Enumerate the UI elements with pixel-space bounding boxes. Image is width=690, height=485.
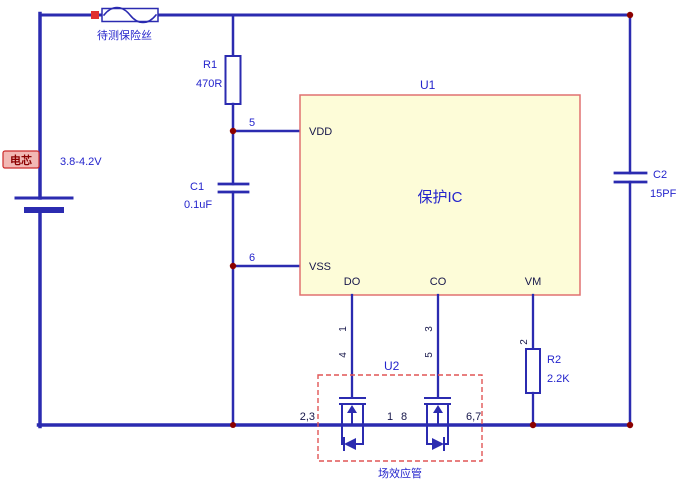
- junction-dot: [529, 421, 537, 429]
- c2-value: 15PF: [650, 188, 677, 200]
- q2-diode-cathode-wire: [443, 424, 449, 445]
- q1-diode-anode-wire: [355, 424, 364, 445]
- q1-diode-cathode-wire: [341, 424, 345, 445]
- fuse-junction-marker: [91, 11, 99, 19]
- battery-symbol: [14, 196, 74, 213]
- r1-value: 470R: [196, 78, 222, 90]
- c1-ref: C1: [190, 181, 204, 193]
- mosfet-q1-symbol: [339, 397, 366, 426]
- r1-resistor-body: [224, 55, 242, 105]
- q2-diode-triangle: [432, 438, 444, 450]
- gate1-pin-number: 4: [338, 352, 349, 358]
- mosfet-q2-body-diode: [426, 424, 449, 451]
- u1-pin-vm: VM: [525, 276, 542, 288]
- r1-ref: R1: [203, 59, 217, 71]
- u2-pin-right: 6,7: [466, 411, 481, 423]
- q2-substrate-arrow: [433, 405, 443, 413]
- q2-diode-anode-wire: [426, 424, 433, 445]
- junction-dot: [229, 262, 237, 270]
- u2-pin-8: 8: [401, 411, 407, 423]
- c2-ref: C2: [653, 169, 667, 181]
- u1-pin-vdd: VDD: [309, 126, 332, 138]
- u1-title: 保护IC: [417, 189, 462, 206]
- vdd-pin-number: 5: [249, 117, 255, 129]
- fuse-label: 待测保险丝: [97, 28, 152, 42]
- fuse-symbol: [91, 6, 159, 24]
- u1-ref: U1: [420, 78, 436, 92]
- r2-resistor-body: [525, 348, 541, 394]
- vss-pin-number: 6: [249, 252, 255, 264]
- u1-pin-vss: VSS: [309, 261, 331, 273]
- q1-substrate-arrow: [347, 405, 357, 413]
- u1-ic-body: [299, 94, 581, 296]
- battery-tag: 电芯: [10, 153, 32, 167]
- u2-pin-1: 1: [387, 411, 393, 423]
- u2-ref: U2: [384, 359, 400, 373]
- gate2-pin-number: 5: [424, 352, 435, 358]
- junction-dot: [229, 127, 237, 135]
- r2-ref: R2: [547, 354, 561, 366]
- do-wire-pin-number: 1: [338, 326, 349, 332]
- u1-pin-do: DO: [344, 276, 361, 288]
- battery-voltage-label: 3.8-4.2V: [60, 156, 102, 168]
- fet-caption: 场效应管: [378, 466, 422, 480]
- c1-value: 0.1uF: [184, 199, 212, 211]
- junction-dot: [626, 421, 634, 429]
- c2-capacitor-plates: [613, 171, 648, 184]
- junction-dot: [230, 422, 236, 428]
- q1-diode-triangle: [344, 438, 356, 450]
- battery-tag-box: [2, 150, 40, 169]
- u2-dashed-outline: [317, 374, 483, 462]
- fuse-element: [102, 6, 158, 24]
- mosfet-q2-symbol: [424, 397, 451, 426]
- junction-dot: [626, 11, 634, 19]
- r2-value: 2.2K: [547, 373, 570, 385]
- co-wire-pin-number: 3: [424, 326, 435, 332]
- u1-pin-co: CO: [430, 276, 447, 288]
- vm-wire-pin-number: 2: [519, 339, 530, 345]
- u2-pin-left: 2,3: [300, 411, 315, 423]
- mosfet-q1-body-diode: [341, 424, 364, 451]
